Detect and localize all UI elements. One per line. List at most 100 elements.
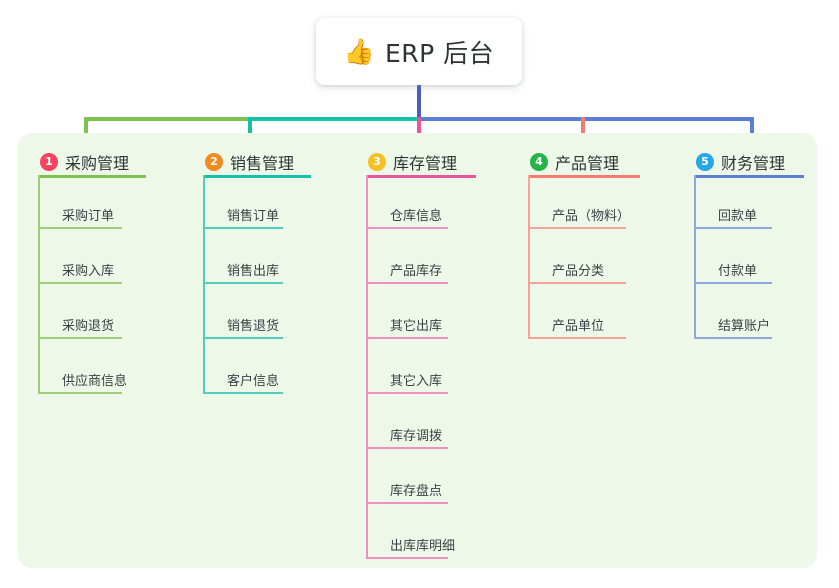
leaf-item-rule [366,282,448,284]
column-header-rule-5 [694,175,804,178]
leaf-item-rule [203,282,283,284]
thumbs-up-icon: 👍 [343,37,375,66]
leaf-item-rule [38,227,122,229]
column-title-4: 产品管理 [555,154,620,173]
leaf-item[interactable]: 销售出库 [223,260,283,284]
column-title-3: 库存管理 [393,154,458,173]
leaf-item[interactable]: 采购入库 [58,260,118,284]
branch-drop-connector-1 [84,117,88,143]
column-title-1: 采购管理 [65,154,130,173]
leaf-item-rule [366,337,448,339]
column-header-rule-2 [203,175,311,178]
leaf-item-rule [203,227,283,229]
root-title: ERP 后台 [384,38,495,68]
column-badge-3: 3 [368,153,386,171]
leaf-item-rule [528,282,626,284]
column-header-3[interactable]: 3 库存管理 [368,150,457,174]
leaf-item-label: 库存盘点 [390,484,443,499]
bar-left-cap [84,117,94,127]
leaf-item[interactable]: 库存盘点 [386,480,446,504]
leaf-item-label: 供应商信息 [62,374,128,389]
leaf-item-rule [38,337,122,339]
leaf-item[interactable]: 库存调拨 [386,425,446,449]
leaf-item-label: 库存调拨 [390,429,443,444]
column-spine-5 [694,175,696,339]
leaf-item[interactable]: 产品单位 [548,315,608,339]
column-header-5[interactable]: 5 财务管理 [696,150,785,174]
branch-drop-connector-4 [581,117,585,143]
leaf-item-label: 仓库信息 [390,209,443,224]
leaf-item-label: 销售退货 [227,319,280,334]
leaf-item-rule [38,392,122,394]
column-badge-5: 5 [696,153,714,171]
leaf-item-label: 采购入库 [62,264,115,279]
column-badge-2: 2 [205,153,223,171]
column-spine-1 [38,175,40,394]
column-badge-4: 4 [530,153,548,171]
leaf-item-label: 产品单位 [552,319,605,334]
bar-right-cap [744,117,754,127]
leaf-item[interactable]: 采购订单 [58,205,118,229]
leaf-item-label: 其它出库 [390,319,443,334]
branch-drop-connector-3 [417,117,421,143]
horizontal-connector-segment-3 [419,117,752,121]
column-spine-4 [528,175,530,339]
root-stem-connector [417,85,421,121]
horizontal-connector-segment-1 [86,117,250,121]
column-spine-3 [366,175,368,559]
leaf-item-rule [694,337,772,339]
leaf-item-rule [528,227,626,229]
column-spine-2 [203,175,205,394]
group-panel [18,133,817,568]
leaf-item[interactable]: 产品（物料） [548,205,634,229]
leaf-item-rule [38,282,122,284]
leaf-item[interactable]: 其它入库 [386,370,446,394]
leaf-item-label: 产品库存 [390,264,443,279]
horizontal-connector-segment-2 [250,117,419,121]
leaf-item-rule [366,227,448,229]
leaf-item-rule [203,337,283,339]
leaf-item[interactable]: 产品分类 [548,260,608,284]
branch-drop-connector-5 [750,117,754,143]
leaf-item-label: 产品（物料） [552,209,631,224]
leaf-item-rule [366,502,448,504]
leaf-item[interactable]: 付款单 [714,260,761,284]
leaf-item[interactable]: 销售订单 [223,205,283,229]
leaf-item[interactable]: 客户信息 [223,370,283,394]
column-header-2[interactable]: 2 销售管理 [205,150,294,174]
leaf-item-label: 客户信息 [227,374,280,389]
leaf-item-label: 回款单 [718,209,758,224]
column-header-4[interactable]: 4 产品管理 [530,150,619,174]
root-node-card[interactable]: 👍 ERP 后台 [316,18,522,85]
leaf-item[interactable]: 产品库存 [386,260,446,284]
column-header-rule-1 [38,175,146,178]
column-title-2: 销售管理 [230,154,295,173]
leaf-item-label: 销售出库 [227,264,280,279]
column-title-5: 财务管理 [721,154,786,173]
leaf-item[interactable]: 结算账户 [714,315,774,339]
leaf-item-rule [203,392,283,394]
branch-drop-connector-2 [248,117,252,143]
leaf-item-label: 销售订单 [227,209,280,224]
leaf-item-label: 结算账户 [718,319,771,334]
leaf-item-label: 采购退货 [62,319,115,334]
leaf-item-rule [366,447,448,449]
leaf-item-rule [528,337,626,339]
leaf-item-label: 产品分类 [552,264,605,279]
leaf-item-label: 出库库明细 [390,539,456,554]
leaf-item-label: 采购订单 [62,209,115,224]
leaf-item-rule [366,392,448,394]
leaf-item[interactable]: 出库库明细 [386,535,459,559]
leaf-item[interactable]: 供应商信息 [58,370,131,394]
column-header-1[interactable]: 1 采购管理 [40,150,129,174]
leaf-item[interactable]: 仓库信息 [386,205,446,229]
leaf-item[interactable]: 其它出库 [386,315,446,339]
leaf-item-label: 其它入库 [390,374,443,389]
leaf-item[interactable]: 销售退货 [223,315,283,339]
leaf-item-rule [366,557,448,559]
column-badge-1: 1 [40,153,58,171]
leaf-item[interactable]: 采购退货 [58,315,118,339]
leaf-item[interactable]: 回款单 [714,205,761,229]
leaf-item-label: 付款单 [718,264,758,279]
